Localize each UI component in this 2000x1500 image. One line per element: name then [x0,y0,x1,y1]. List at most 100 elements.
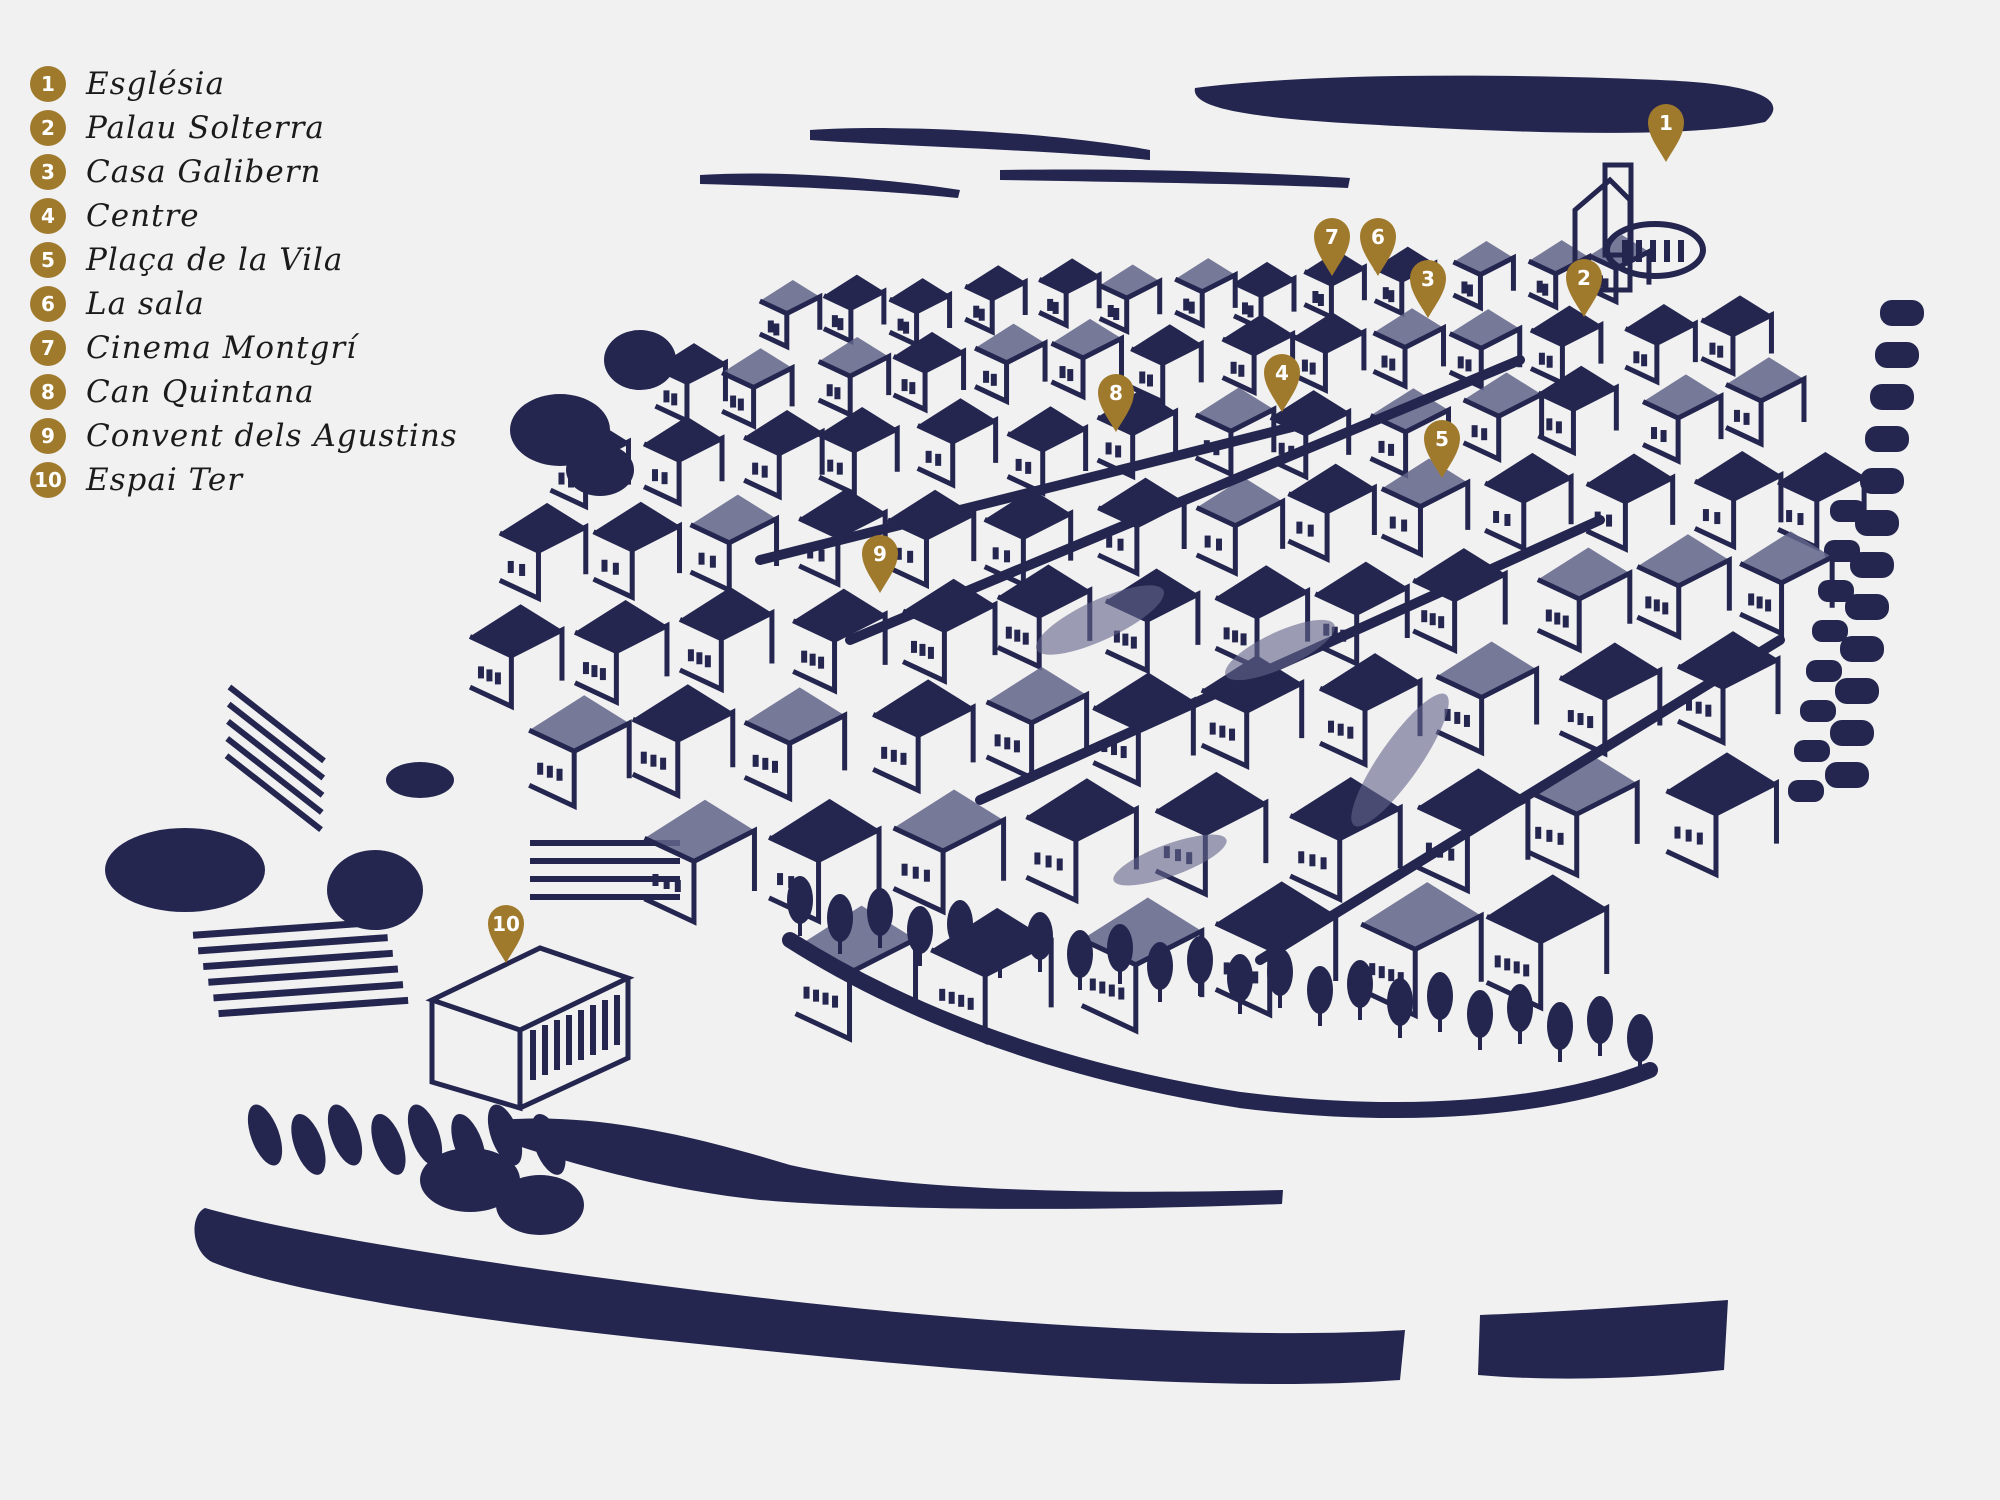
legend-label: Casa Galibern [86,154,322,190]
house [1585,453,1676,553]
legend-item-6[interactable]: 6 La sala [30,282,458,326]
house-wall [1304,407,1352,455]
house-window [1219,725,1226,738]
house [1700,295,1774,378]
house-window [912,866,919,879]
house-roof [1485,452,1572,502]
map-pin-10[interactable]: 10 [488,905,524,963]
legend-item-1[interactable]: 1 Església [30,62,458,106]
map-pin-5[interactable]: 5 [1424,420,1460,478]
legend-item-2[interactable]: 2 Palau Solterra [30,106,458,150]
tree [1307,966,1333,1014]
house [1174,258,1238,329]
map-pin-3[interactable]: 3 [1410,260,1446,318]
house-wall [1289,813,1343,904]
legend-item-9[interactable]: 9 Convent dels Agustins [30,414,458,458]
map-pin-8[interactable]: 8 [1098,374,1134,432]
house [1380,458,1471,558]
house-window [1709,342,1716,355]
legend-item-8[interactable]: 8 Can Quintana [30,370,458,414]
house-window [1743,412,1750,425]
house [1636,534,1732,641]
house-wall [1125,277,1163,315]
number-badge-icon: 4 [30,198,66,234]
house [1641,374,1724,465]
house-roof [744,687,845,744]
house-window [834,387,841,400]
house-roof [529,695,630,752]
house-window [973,305,980,318]
house-window [591,665,598,678]
house-window [1223,627,1230,640]
building-wall [518,978,631,1111]
house-roof [984,489,1071,538]
house-roof [499,502,586,552]
house-window [1504,513,1511,526]
house-roof [1586,453,1673,502]
house-wall [1714,779,1779,844]
house [1038,258,1102,329]
house-window [507,560,514,573]
tree-trunk [1318,1006,1322,1026]
house-wall [1131,407,1179,455]
house-roof [1701,295,1772,335]
hedge-block [1850,552,1894,578]
house-roof [997,564,1090,617]
house-window [1230,361,1237,374]
house-roof [1222,314,1293,354]
map-pin-7[interactable]: 7 [1314,218,1350,276]
legend-item-5[interactable]: 5 Plaça de la Vila [30,238,458,282]
house-window [752,754,759,767]
house-roof [799,488,886,537]
house-wall [1484,480,1527,553]
house-roof [1588,234,1649,269]
map-pin-icon [1566,259,1602,317]
house-wall [923,347,967,390]
house-wall [901,608,947,685]
house-wall [916,423,956,489]
house-window [803,986,810,999]
tree-cluster [105,828,265,912]
house-wall [1245,679,1305,739]
map-pin-6[interactable]: 6 [1360,218,1396,276]
house-wall [685,358,728,402]
tree-trunk [1358,1000,1362,1020]
house-window [1562,615,1569,628]
house-window [1107,305,1114,318]
house-wall [1700,317,1736,378]
church-building [1572,162,1706,293]
house-roof [1175,258,1236,292]
house-window [663,876,670,889]
house-window [1204,535,1211,548]
house-wall [1287,491,1330,563]
legend-item-4[interactable]: 4 Centre [30,194,458,238]
house-window [1388,443,1395,456]
street-stroke [1255,635,1785,965]
house-window [1025,461,1032,474]
legend-item-3[interactable]: 3 Casa Galibern [30,150,458,194]
house-window [599,668,606,681]
legend-item-10[interactable]: 10 Espai Ter [30,458,458,502]
house-roof [1373,308,1444,348]
house-window [881,746,888,759]
map-pin-2[interactable]: 2 [1566,259,1602,317]
house-roof [793,588,886,641]
house-window [903,321,910,334]
house-window [827,459,834,472]
house-window [1651,427,1658,440]
house [1537,365,1619,457]
legend-item-7[interactable]: 7 Cinema Montgrí [30,326,458,370]
house-wall [1624,473,1676,525]
map-pin-9[interactable]: 9 [862,535,898,593]
house-wall [1380,486,1423,558]
horizon-stroke [1194,75,1774,133]
house-wall [1732,471,1784,523]
house [592,501,683,602]
house-roof [889,278,950,312]
house-window [1389,358,1396,371]
map-pin-4[interactable]: 4 [1264,354,1300,412]
house-window [826,384,833,397]
map-pin-1[interactable]: 1 [1648,104,1684,162]
tree-trunk [838,934,842,954]
house-wall [1721,655,1781,715]
